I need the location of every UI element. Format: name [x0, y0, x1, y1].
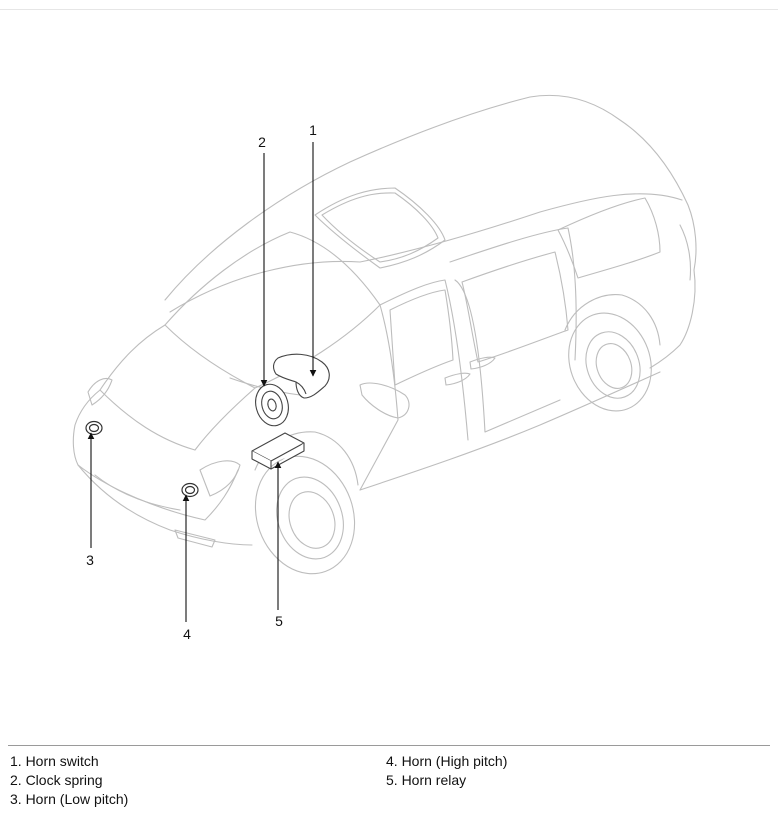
legend-item-horn-low-pitch: 3. Horn (Low pitch)	[10, 791, 129, 807]
legend-item-horn-high-pitch: 4. Horn (High pitch)	[386, 753, 508, 769]
callout-4: 4	[183, 626, 191, 642]
callout-1: 1	[309, 122, 317, 138]
vehicle-outline	[72, 94, 697, 575]
callout-5: 5	[275, 613, 283, 629]
horn-switch-shape	[273, 353, 330, 399]
top-divider	[0, 9, 778, 10]
legend-left: 1. Horn switch 2. Clock spring 3. Horn (…	[10, 752, 128, 809]
horn-high-pitch-shape	[181, 482, 199, 498]
legend-item-horn-relay: 5. Horn relay	[386, 772, 467, 788]
legend-item-horn-switch: 1. Horn switch	[10, 753, 99, 769]
legend-item-clock-spring: 2. Clock spring	[10, 772, 103, 788]
callout-3: 3	[86, 552, 94, 568]
clock-spring-shape	[255, 383, 289, 427]
callout-2: 2	[258, 134, 266, 150]
legend-divider	[8, 745, 770, 746]
legend-right: 4. Horn (High pitch) 5. Horn relay	[386, 752, 507, 790]
horn-low-pitch-shape	[85, 420, 103, 436]
vehicle-horn-location-diagram: 1 2 3 4 5	[72, 94, 697, 642]
callout-leaders	[87, 142, 317, 622]
